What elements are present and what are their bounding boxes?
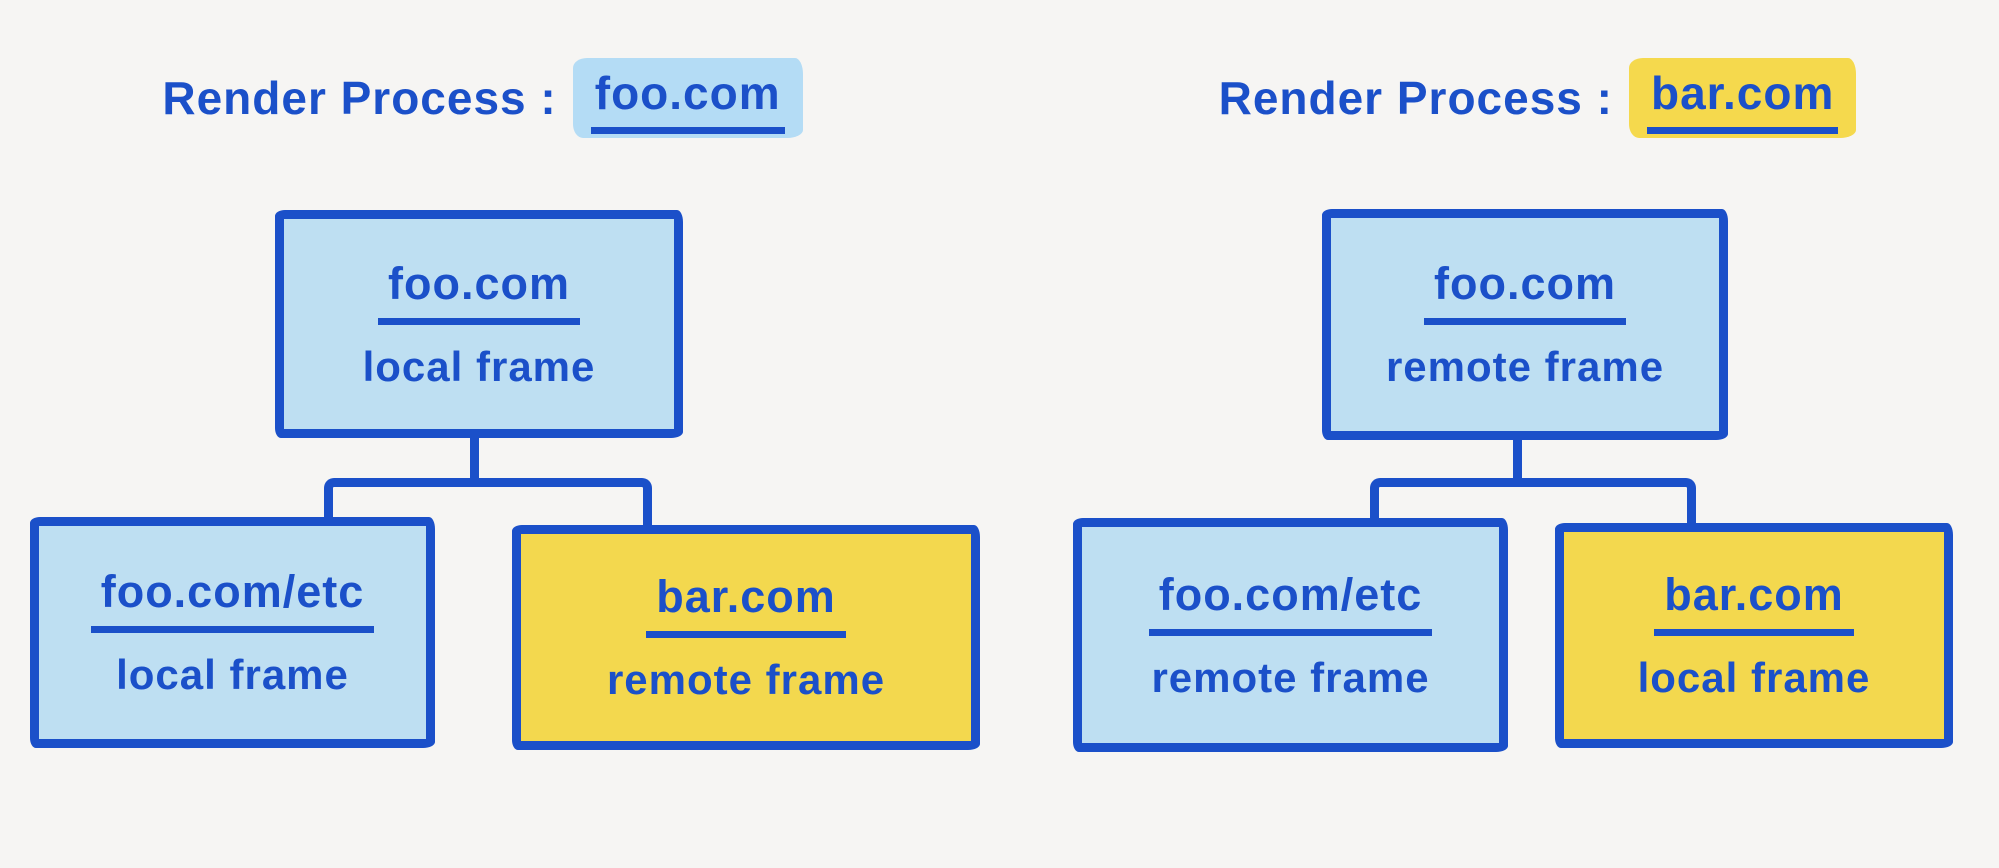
frame-domain-text: foo.com/etc <box>90 566 375 633</box>
frame-node-child-remote: foo.com/etc remote frame <box>1073 518 1508 752</box>
frame-type: remote frame <box>1385 343 1665 390</box>
frame-type: local frame <box>362 342 596 390</box>
connector-branch <box>324 478 652 526</box>
frame-domain: foo.com/etc <box>1148 569 1433 636</box>
process-name: foo.com <box>590 66 785 134</box>
frame-node-child-local: foo.com/etc local frame <box>30 517 435 748</box>
connector-stem <box>470 434 479 482</box>
frame-domain: foo.com/etc <box>90 566 375 633</box>
tree-title: Render Process : bar.com <box>1180 58 1895 138</box>
frame-node-root: foo.com remote frame <box>1322 209 1728 440</box>
frame-type: remote frame <box>606 656 886 703</box>
process-name-highlight: foo.com <box>572 58 803 138</box>
tree-title-prefix: Render Process : <box>1218 72 1613 124</box>
frame-domain: bar.com <box>1654 569 1854 636</box>
frame-domain: foo.com <box>1424 258 1626 325</box>
frame-domain-text: foo.com <box>378 258 580 325</box>
connector-branch <box>1370 478 1696 526</box>
frame-node-child-local: bar.com local frame <box>1555 523 1953 748</box>
frame-domain-text: foo.com/etc <box>1148 569 1433 636</box>
tree-title-prefix: Render Process : <box>162 72 557 124</box>
frame-node-child-remote: bar.com remote frame <box>512 525 980 750</box>
frame-domain: foo.com <box>378 258 580 325</box>
frame-type: local frame <box>116 651 349 698</box>
process-name: bar.com <box>1646 66 1839 134</box>
frame-node-root: foo.com local frame <box>275 210 683 438</box>
connector-stem <box>1513 436 1522 482</box>
frame-domain: bar.com <box>646 571 846 638</box>
frame-type: local frame <box>1637 654 1871 701</box>
frame-type: remote frame <box>1151 653 1430 701</box>
frame-domain-text: bar.com <box>646 571 846 638</box>
frame-domain-text: foo.com <box>1424 258 1626 325</box>
frame-domain-text: bar.com <box>1654 569 1854 636</box>
process-name-highlight: bar.com <box>1628 58 1857 138</box>
tree-title: Render Process : foo.com <box>110 58 855 138</box>
